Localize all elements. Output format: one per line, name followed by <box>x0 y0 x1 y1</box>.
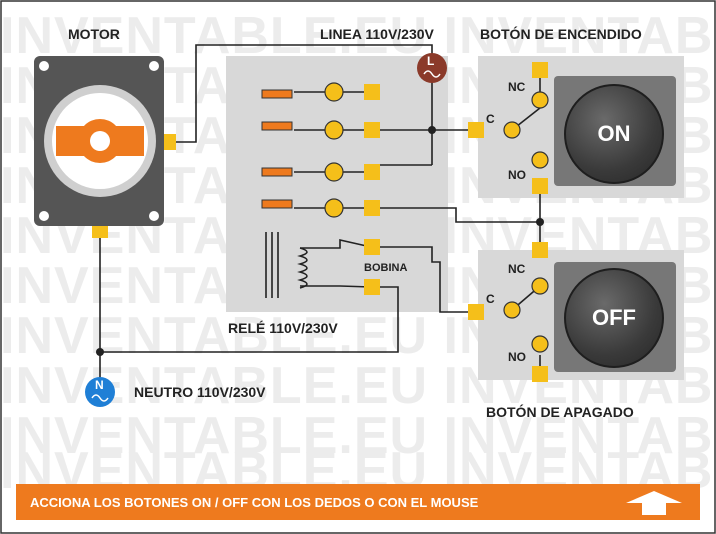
linea-label: LINEA 110V/230V <box>320 26 434 42</box>
on-no-label: NO <box>508 168 526 182</box>
junction-dot <box>428 126 436 134</box>
relay-contact-point <box>324 82 344 102</box>
relay-contact-blade <box>261 199 293 209</box>
on-nc-label: NC <box>508 80 526 94</box>
junction-dot <box>536 218 544 226</box>
off-c-label: C <box>486 292 495 306</box>
wire-coil-off <box>371 246 476 313</box>
motor-screw <box>39 211 49 221</box>
on-nc-contact <box>531 91 549 109</box>
relay-contact-blade <box>261 121 293 131</box>
relay-terminal <box>364 122 380 138</box>
relay-terminal <box>364 84 380 100</box>
watermark-row: INVENTABLE.EU INVENTABLE.EU <box>0 7 716 65</box>
off-c-contact <box>503 301 521 319</box>
relay-contact-blade <box>261 167 293 177</box>
coil-terminal <box>364 239 380 255</box>
relay-contact-blade <box>261 89 293 99</box>
neutral-wave <box>91 394 109 402</box>
off-no-label: NO <box>508 350 526 364</box>
line-wave <box>423 70 441 78</box>
watermark-row: INVENTABLE.EU INVENTABLE.EU <box>0 407 716 465</box>
on-no-terminal <box>532 178 548 194</box>
off-nc-terminal <box>532 242 548 258</box>
off-button[interactable]: OFF <box>564 268 664 368</box>
on-c-terminal <box>468 122 484 138</box>
neutro-label: NEUTRO 110V/230V <box>134 384 266 400</box>
motor-magnets <box>56 126 144 156</box>
junction-dot <box>96 348 104 356</box>
instruction-text: ACCIONA LOS BOTONES ON / OFF CON LOS DED… <box>30 494 479 510</box>
relay-terminal <box>364 200 380 216</box>
motor-screw <box>149 211 159 221</box>
relay-contact-point <box>324 162 344 182</box>
off-no-terminal <box>532 366 548 382</box>
motor <box>34 56 164 226</box>
motor-screw <box>39 61 49 71</box>
arrow-up-icon <box>626 491 682 515</box>
line-symbol-letter: L <box>427 54 435 68</box>
on-button[interactable]: ON <box>564 84 664 184</box>
off-nc-label: NC <box>508 262 526 276</box>
rele-label: RELÉ 110V/230V <box>228 320 338 336</box>
relay-contacts <box>261 89 293 209</box>
boton-encendido-label: BOTÓN DE ENCENDIDO <box>480 26 642 42</box>
coil-winding <box>297 247 308 289</box>
off-nc-contact <box>531 277 549 295</box>
wire-coil-neutral <box>100 286 399 353</box>
on-no-contact <box>531 151 549 169</box>
boton-apagado-label: BOTÓN DE APAGADO <box>486 404 634 420</box>
relay-contact-point <box>324 120 344 140</box>
neutral-symbol-letter: N <box>95 378 104 392</box>
on-nc-terminal <box>532 62 548 78</box>
motor-screw <box>149 61 159 71</box>
coil-terminal <box>364 279 380 295</box>
relay-terminal <box>364 164 380 180</box>
instruction-banner: ACCIONA LOS BOTONES ON / OFF CON LOS DED… <box>16 484 700 520</box>
on-c-contact <box>503 121 521 139</box>
bobina-label: BOBINA <box>364 262 408 274</box>
on-c-label: C <box>486 112 495 126</box>
wire-contact3 <box>371 207 540 223</box>
motor-label: MOTOR <box>68 26 120 42</box>
off-no-contact <box>531 335 549 353</box>
relay-contact-point <box>324 198 344 218</box>
motor-shaft <box>90 131 110 151</box>
off-c-terminal <box>468 304 484 320</box>
